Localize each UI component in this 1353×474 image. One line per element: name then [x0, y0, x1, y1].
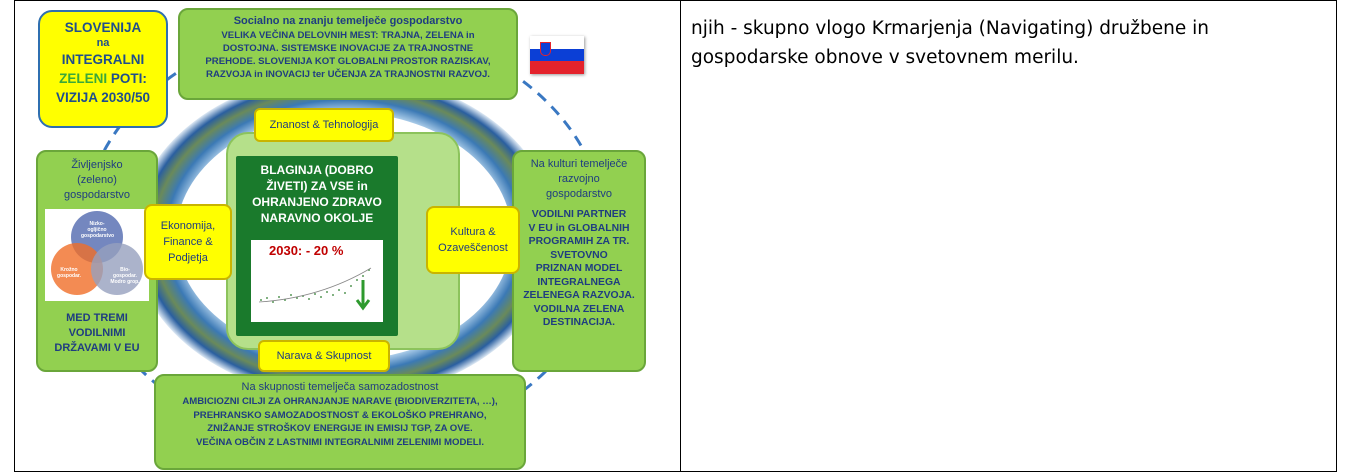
flag-stripe-white — [530, 36, 584, 49]
vision-line-4: ZELENI POTI: — [40, 69, 166, 88]
center-line: ŽIVETI) ZA VSE in — [266, 179, 368, 193]
vision-green-word: ZELENI — [59, 71, 108, 86]
pillar-left-label: Podjetja — [168, 252, 208, 264]
slovenia-flag — [530, 36, 584, 74]
center-line: BLAGINJA (DOBRO — [260, 163, 374, 177]
right-box-culture-economy: Na kulturi temelječe razvojno gospodarst… — [512, 150, 646, 372]
right-box-line: ZELENEGA RAZVOJA. — [523, 290, 635, 301]
left-box-footer: VODILNIMI — [68, 327, 126, 339]
cell-divider — [680, 0, 681, 472]
vision-line-1: SLOVENIJA — [64, 20, 142, 35]
vision-line-4-rest: POTI: — [107, 71, 147, 86]
bottom-box-community: Na skupnosti temelječa samozadostnost AM… — [154, 374, 526, 470]
right-box-line: PRIZNAN MODEL — [535, 263, 623, 274]
top-box-line: PREHODE. SLOVENIJA KOT GLOBALNI PROSTOR … — [205, 56, 491, 67]
vision-diagram: SLOVENIJA na INTEGRALNI ZELENI POTI: VIZ… — [30, 4, 670, 470]
pillar-right-label: Kultura & — [450, 226, 496, 238]
pillar-left-label: Finance & — [163, 236, 213, 248]
right-box-line: SVETOVNO — [550, 249, 608, 261]
center-line: OHRANJENO ZDRAVO — [252, 195, 382, 209]
emissions-chart-image: 2030: - 20 % — [251, 240, 383, 322]
right-box-line: INTEGRALNEGA — [537, 276, 621, 288]
flag-coat-of-arms-icon — [540, 42, 551, 56]
center-line: NARAVNO OKOLJE — [260, 211, 374, 225]
bottom-box-title: Na skupnosti temelječa samozadostnost — [241, 381, 439, 393]
center-box-wellbeing: BLAGINJA (DOBRO ŽIVETI) ZA VSE in OHRANJ… — [236, 156, 398, 336]
venn-label-circular: Krožno gospodar. — [57, 267, 81, 279]
vision-line-3: INTEGRALNI — [61, 52, 145, 67]
left-box-title: gospodarstvo — [63, 189, 131, 201]
left-box-title: Življenjsko — [71, 159, 123, 171]
venn-label-bio: Bio-gospodar. Modro grop. — [110, 267, 140, 285]
vision-line-5: VIZIJA 2030/50 — [55, 90, 151, 105]
right-box-line: VODILNA ZELENA — [533, 303, 625, 315]
table-frame — [14, 0, 1337, 472]
top-box-line: RAZVOJA in INOVACIJ ter UČENJA ZA TRAJNO… — [206, 69, 490, 80]
left-box-title: (zeleno) — [77, 174, 117, 186]
right-box-title: gospodarstvo — [545, 188, 613, 200]
pillar-left-label: Ekonomija, — [160, 220, 216, 232]
top-box-line: VELIKA VEČINA DELOVNIH MEST: TRAJNA, ZEL… — [221, 30, 475, 41]
vision-box: SLOVENIJA na INTEGRALNI ZELENI POTI: VIZ… — [38, 10, 168, 128]
top-box-social-economy: Socialno na znanju temelječe gospodarstv… — [178, 8, 518, 100]
right-box-line: DESTINACIJA. — [542, 317, 616, 328]
venn-diagram: Nizko-ogljično gospodarstvo Krožno gospo… — [45, 209, 149, 301]
pillar-bottom-label: Narava & Skupnost — [276, 350, 372, 362]
right-box-line: V EU in GLOBALNIH — [528, 222, 630, 234]
pillar-science-technology: Znanost & Tehnologija — [254, 108, 394, 142]
emissions-chart-label: 2030: - 20 % — [269, 243, 344, 258]
bottom-box-line: PREHRANSKO SAMOZADOSTNOST & EKOLOŠKO PRE… — [193, 409, 487, 421]
top-box-title: Socialno na znanju temelječe gospodarstv… — [233, 15, 463, 27]
right-box-line: PROGRAMIH ZA TR. — [528, 236, 630, 247]
venn-label-low-carbon: Nizko-ogljično gospodarstvo — [81, 221, 115, 239]
right-box-line: VODILNI PARTNER — [531, 209, 627, 220]
body-paragraph: njih - skupno vlogo Krmarjenja (Navigati… — [691, 18, 1209, 68]
top-box-line: DOSTOJNA. SISTEMSKE INOVACIJE ZA TRAJNOS… — [222, 43, 474, 54]
pillar-right-label: Ozaveščenost — [438, 242, 508, 254]
emissions-scatter-icon — [258, 267, 372, 311]
left-box-footer: MED TREMI — [66, 312, 128, 324]
right-box-title: Na kulturi temelječe — [530, 158, 628, 170]
flag-stripe-blue — [530, 49, 584, 61]
flag-stripe-red — [530, 61, 584, 74]
venn-circle-bio — [91, 243, 143, 295]
pillar-economy-finance: Ekonomija, Finance & Podjetja — [144, 204, 232, 280]
left-box-living-economy: Življenjsko (zeleno) gospodarstvo Nizko-… — [36, 150, 158, 372]
bottom-box-line: VEČINA OBČIN Z LASTNIMI INTEGRALNIMI ZEL… — [196, 436, 484, 448]
pillar-top-label: Znanost & Tehnologija — [269, 119, 379, 131]
pillar-nature-community: Narava & Skupnost — [258, 340, 390, 372]
left-box-footer: DRŽAVAMI V EU — [54, 342, 140, 354]
right-box-title: razvojno — [558, 173, 600, 185]
bottom-box-line: AMBICIOZNI CILJI ZA OHRANJANJE NARAVE (B… — [182, 396, 498, 407]
vision-line-2: na — [96, 37, 110, 49]
bottom-box-line: ZNIŽANJE STROŠKOV ENERGIJE IN EMISIJ TGP… — [207, 423, 473, 434]
pillar-culture-awareness: Kultura & Ozaveščenost — [426, 206, 520, 274]
